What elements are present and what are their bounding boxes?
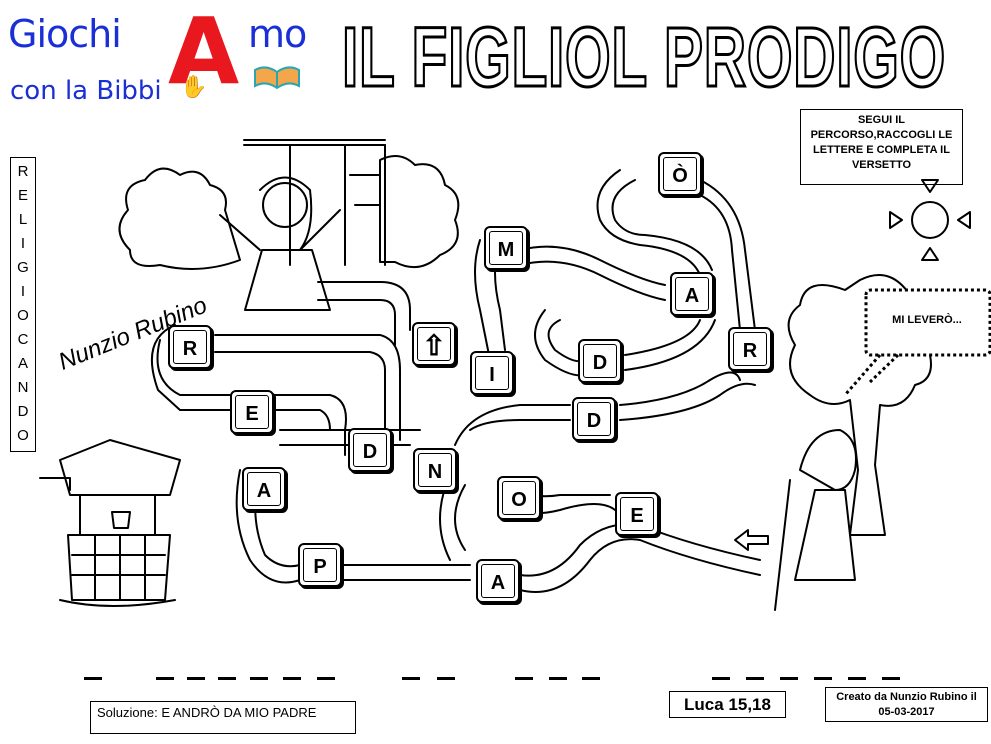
letter-tile-text: P (303, 548, 337, 582)
letter-tile-text: D (577, 402, 611, 436)
logo-text-left: Giochi (8, 12, 122, 56)
letter-tile[interactable]: O (497, 476, 541, 520)
logo: Giochi A mo (8, 6, 308, 98)
answer-blank[interactable] (218, 677, 236, 680)
answer-blank[interactable] (882, 677, 900, 680)
letter-tile-text: A (675, 277, 709, 311)
side-letter: C (17, 331, 29, 348)
letter-tile[interactable]: E (615, 492, 659, 536)
answer-blank[interactable] (549, 677, 567, 680)
letter-tile-text: N (418, 453, 452, 487)
side-letter: A (17, 355, 28, 372)
answer-blank[interactable] (84, 677, 102, 680)
answer-blank[interactable] (746, 677, 764, 680)
letter-tile[interactable]: A (670, 272, 714, 316)
logo-text-right: mo (248, 12, 307, 56)
letter-tile[interactable]: I (470, 351, 514, 395)
credit-line1: Creato da Nunzio Rubino il (836, 691, 977, 703)
side-letter: I (20, 235, 26, 252)
letter-tile-text: R (733, 332, 767, 366)
letter-tile[interactable]: E (230, 390, 274, 434)
letter-tile-text: I (475, 356, 509, 390)
logo-big-letter: A (168, 0, 240, 105)
up-arrow-icon: ⇧ (417, 327, 451, 361)
letter-tile[interactable]: Ò (658, 152, 702, 196)
bible-reference: Luca 15,18 (669, 691, 786, 718)
letter-tile-text: E (620, 497, 654, 531)
answer-blank[interactable] (283, 677, 301, 680)
letter-tile[interactable]: A (476, 559, 520, 603)
arrow-up-tile[interactable]: ⇧ (412, 322, 456, 366)
side-letter: E (17, 187, 28, 204)
side-letter: O (17, 427, 29, 444)
answer-blank[interactable] (402, 677, 420, 680)
letter-tile[interactable]: D (348, 428, 392, 472)
hands-icon: ✋ (180, 74, 208, 99)
credit-line2: 05-03-2017 (878, 706, 935, 718)
answer-blank[interactable] (515, 677, 533, 680)
father-figure (219, 176, 341, 311)
answer-blank[interactable] (317, 677, 335, 680)
side-letter: I (20, 283, 26, 300)
letter-tile-text: A (247, 472, 281, 506)
answer-blank[interactable] (814, 677, 832, 680)
sun (911, 201, 949, 239)
side-letter: G (17, 259, 29, 276)
answer-blank[interactable] (582, 677, 600, 680)
letter-tile-text: D (353, 433, 387, 467)
side-letter: R (17, 163, 29, 180)
letter-tile-text: M (489, 231, 523, 265)
letter-tile[interactable]: R (168, 325, 212, 369)
answer-blank[interactable] (780, 677, 798, 680)
son-figure (799, 429, 857, 491)
letter-tile[interactable]: M (484, 226, 528, 270)
answer-blank[interactable] (156, 677, 174, 680)
well-body (67, 494, 171, 601)
side-letter: N (17, 379, 29, 396)
left-arrow-icon (734, 529, 769, 551)
letter-tile[interactable]: P (298, 543, 342, 587)
speech-bubble-outline (864, 288, 991, 357)
answer-blank[interactable] (712, 677, 730, 680)
side-letter: L (18, 211, 28, 228)
letter-tile-text: D (583, 344, 617, 378)
speech-bubble: MI LEVERÒ... (864, 292, 990, 356)
credit-box: Creato da Nunzio Rubino il 05-03-2017 (825, 687, 988, 722)
logo-subtitle-text: con la Bibbi (10, 76, 162, 106)
answer-blank[interactable] (437, 677, 455, 680)
answer-blank[interactable] (187, 677, 205, 680)
letter-tile[interactable]: D (572, 397, 616, 441)
logo-subtitle: con la Bibbi ✋ (8, 66, 308, 110)
letter-tile-text: R (173, 330, 207, 364)
side-word-box: R E L I G I O C A N D O (10, 157, 36, 452)
bush-right (379, 155, 460, 269)
house-roof (243, 139, 386, 146)
letter-tile[interactable]: N (413, 448, 457, 492)
letter-tile-text: Ò (663, 157, 697, 191)
bush-left (118, 167, 241, 270)
house-walls (289, 144, 386, 266)
letter-tile-text: O (502, 481, 536, 515)
letter-tile[interactable]: D (578, 339, 622, 383)
letter-tile-text: A (481, 564, 515, 598)
page-title: IL FIGLIOL PRODIGO (338, 4, 988, 106)
side-letter: D (17, 403, 29, 420)
book-icon (252, 62, 302, 92)
letter-tile[interactable]: R (728, 327, 772, 371)
answer-blank[interactable] (848, 677, 866, 680)
maze-path (317, 281, 411, 331)
solution-box: Soluzione: E ANDRÒ DA MIO PADRE (90, 701, 356, 734)
page-title-text: IL FIGLIOL PRODIGO (342, 10, 946, 104)
answer-blank[interactable] (250, 677, 268, 680)
letter-tile[interactable]: A (242, 467, 286, 511)
instructions-box: SEGUI IL PERCORSO,RACCOGLI LE LETTERE E … (800, 109, 963, 185)
speech-bubble-text: MI LEVERÒ... (892, 314, 962, 326)
side-letter: O (17, 307, 29, 324)
well-roof (59, 439, 181, 496)
letter-tile-text: E (235, 395, 269, 429)
